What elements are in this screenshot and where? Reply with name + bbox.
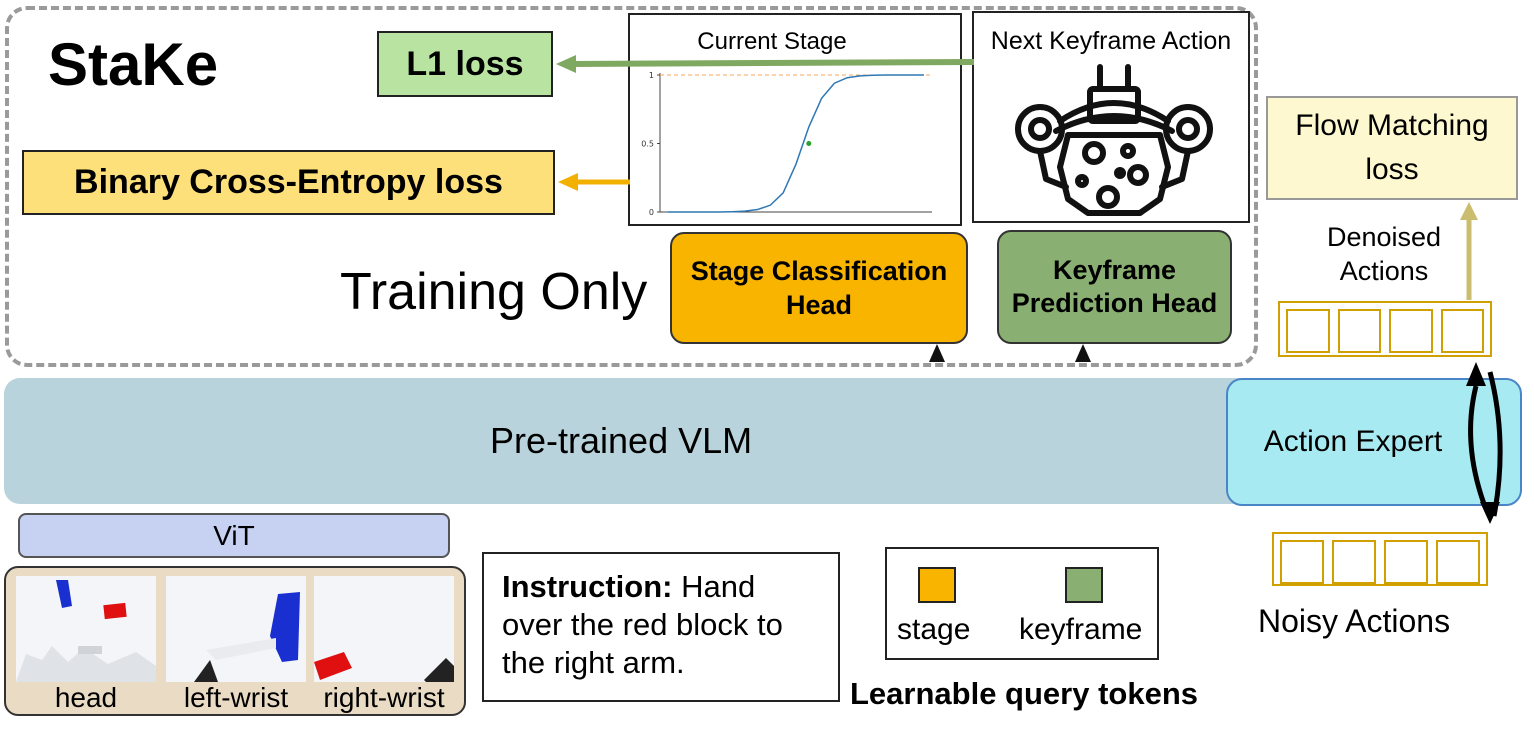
noisy-action-tokens	[1272, 532, 1488, 586]
query-token-box: stage keyframe	[885, 547, 1159, 660]
stage-point	[806, 141, 812, 146]
flow-arrow-head	[1460, 202, 1478, 220]
stage-token	[918, 567, 956, 603]
stage-chart-svg: Current Stage 0 0.5 1	[641, 28, 932, 217]
y-tick-label: 0.5	[641, 140, 654, 149]
y-tick-label: 0	[649, 208, 654, 217]
current-stage-plot: Current Stage 0 0.5 1	[628, 13, 962, 226]
action-token	[1286, 309, 1330, 353]
right-wrist-camera-view	[314, 576, 454, 682]
training-only-region	[5, 6, 1258, 367]
action-token	[1280, 540, 1324, 584]
camera-label-right-wrist: right-wrist	[323, 682, 445, 713]
action-token	[1332, 540, 1376, 584]
instruction-box: Instruction: Hand over the red block to …	[482, 552, 840, 702]
training-only-label: Training Only	[340, 263, 648, 321]
left-wrist-camera-scene	[166, 576, 306, 682]
stage-classification-head: Stage Classification Head	[670, 232, 968, 344]
bce-loss-box: Binary Cross-Entropy loss	[22, 150, 555, 215]
plot-title: Current Stage	[697, 28, 846, 55]
denoised-actions-label: Denoised Actions	[1326, 222, 1442, 286]
pretrained-vlm-bar	[4, 378, 1294, 504]
query-tokens-label: Learnable query tokens	[850, 676, 1199, 711]
action-expert-box: Action Expert	[1226, 378, 1522, 506]
flow-matching-loss-box: Flow Matching loss	[1266, 96, 1518, 200]
denoised-action-tokens	[1278, 301, 1492, 357]
l1-loss-box: L1 loss	[377, 31, 553, 97]
camera-views-panel: head left-wrist right-wrist	[4, 566, 466, 716]
camera-label-left-wrist: left-wrist	[183, 682, 289, 713]
action-token	[1384, 540, 1428, 584]
keyframe-panel-title: Next Keyframe Action	[990, 27, 1232, 55]
left-wrist-camera-view	[166, 576, 306, 682]
action-token	[1440, 309, 1484, 353]
action-token	[1389, 309, 1433, 353]
robot-gripper-icon	[1015, 64, 1213, 216]
head-camera-view	[16, 576, 156, 682]
instruction-prefix: Instruction:	[502, 569, 673, 604]
vit-encoder-bar: ViT	[18, 513, 450, 558]
keyframe-prediction-head: Keyframe Prediction Head	[997, 230, 1232, 344]
stage-curve	[668, 74, 924, 213]
instruction-text: Hand over the red block to the right arm…	[502, 569, 783, 680]
noisy-actions-label: Noisy Actions	[1258, 603, 1451, 639]
keyframe-token-label: keyframe	[1019, 613, 1143, 646]
right-wrist-camera-scene	[314, 576, 454, 682]
method-title: StaKe	[48, 31, 219, 98]
keyframe-token	[1065, 567, 1103, 603]
action-token	[1337, 309, 1381, 353]
keyframe-action-panel: Next Keyframe Action	[972, 11, 1250, 223]
action-token	[1436, 540, 1480, 584]
y-tick-label: 1	[649, 71, 654, 80]
camera-label-head: head	[54, 682, 118, 713]
stage-token-label: stage	[897, 613, 971, 646]
vlm-label: Pre-trained VLM	[490, 420, 753, 461]
head-camera-scene	[16, 576, 156, 682]
